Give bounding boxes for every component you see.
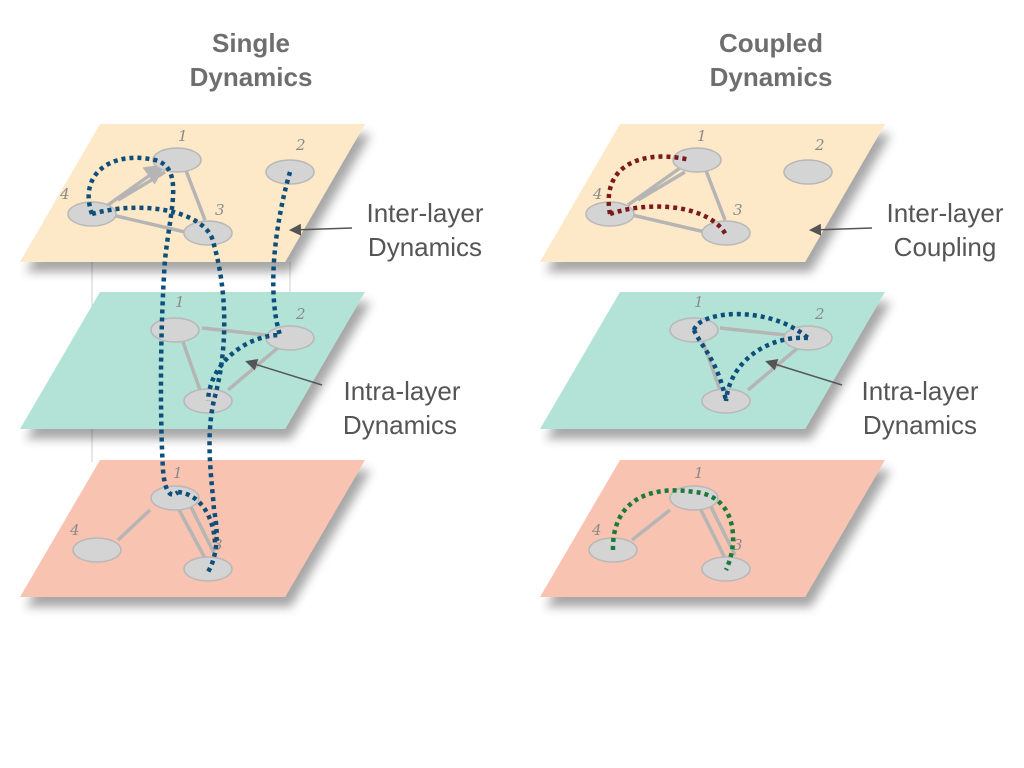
node-2 xyxy=(783,159,833,185)
layer-middle xyxy=(20,292,365,429)
panel-title-line2: Dynamics xyxy=(190,62,313,92)
node-label-1: 1 xyxy=(173,464,183,482)
dynamics-path-middle xyxy=(723,335,809,402)
dynamics-path xyxy=(86,155,180,497)
panel-title-line1: Coupled xyxy=(719,28,823,58)
coupling-bars xyxy=(602,160,808,570)
node-label-3: 3 xyxy=(213,536,223,554)
node-label-2: 2 xyxy=(814,305,825,323)
node-label-3: 3 xyxy=(733,201,743,219)
dynamics-path xyxy=(205,171,293,402)
label-inter-layer: Inter-layer xyxy=(886,198,1003,228)
label-arrow xyxy=(809,223,873,236)
label-inter-layer: Inter-layer xyxy=(366,198,483,228)
node-label-1: 1 xyxy=(694,464,704,482)
dynamics-path-middle xyxy=(691,311,810,340)
node-label-2: 2 xyxy=(295,305,306,323)
dynamics-paths xyxy=(86,155,293,574)
node-1 xyxy=(669,485,719,511)
node-4 xyxy=(72,537,122,563)
label-intra-layer: Intra-layer xyxy=(861,376,978,406)
node-1 xyxy=(150,485,200,511)
node-2 xyxy=(265,325,315,351)
node-label-1: 1 xyxy=(178,127,188,145)
node-label-2: 2 xyxy=(295,136,306,154)
label-arrow xyxy=(245,358,323,386)
label-arrow xyxy=(289,223,353,236)
dynamics-path-middle xyxy=(691,329,729,402)
dynamics-path-top xyxy=(609,204,728,237)
node-label-4: 4 xyxy=(591,521,602,539)
dynamics-path xyxy=(91,205,227,574)
node-label-2: 2 xyxy=(814,136,825,154)
node-1 xyxy=(152,147,202,173)
label-intra-layer-line2: Dynamics xyxy=(863,410,977,440)
layer-bottom xyxy=(20,460,365,597)
label-intra-layer: Intra-layer xyxy=(343,376,460,406)
dynamics-path-bottom xyxy=(610,488,736,571)
node-label-3: 3 xyxy=(215,201,225,219)
label-inter-layer-line2: Coupling xyxy=(894,232,997,262)
panel-title-line2: Dynamics xyxy=(710,62,833,92)
panel-coupled-dynamics: Coupled Dynamics 1 2 3 4 xyxy=(540,28,1004,597)
panel-single-dynamics: Single Dynamics 1 2 3 4 xyxy=(20,28,484,597)
layer-top xyxy=(540,124,885,262)
label-intra-layer-line2: Dynamics xyxy=(343,410,457,440)
panel-title-line1: Single xyxy=(212,28,290,58)
node-label-4: 4 xyxy=(592,185,603,203)
node-label-4: 4 xyxy=(69,521,80,539)
layer-bottom xyxy=(540,460,885,597)
dynamics-paths xyxy=(606,154,810,571)
dynamics-path xyxy=(177,489,218,546)
node-label-1: 1 xyxy=(694,293,704,311)
node-label-1: 1 xyxy=(697,127,707,145)
label-inter-layer-line2: Dynamics xyxy=(368,232,482,262)
node-label-3: 3 xyxy=(733,536,743,554)
node-1 xyxy=(672,147,722,173)
dynamics-path-top xyxy=(606,154,691,215)
node-label-4: 4 xyxy=(59,185,70,203)
node-label-1: 1 xyxy=(175,293,185,311)
node-1 xyxy=(150,317,200,343)
label-arrow xyxy=(765,358,843,386)
